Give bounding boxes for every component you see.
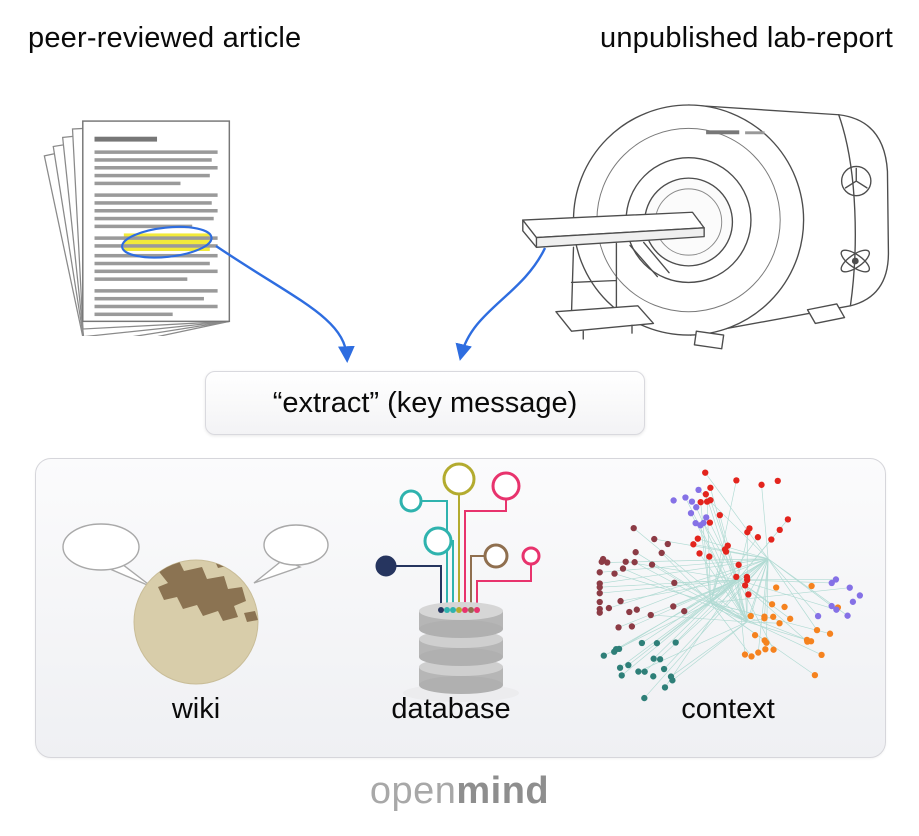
context-network-icon xyxy=(596,469,864,702)
mri-scanner-drawing xyxy=(522,104,890,350)
extract-box-text: “extract” (key message) xyxy=(272,386,578,419)
openmind-logo: openmind xyxy=(0,770,919,813)
extract-box: “extract” (key message) xyxy=(205,371,645,435)
document-front-page xyxy=(82,120,231,323)
context-label: context xyxy=(681,693,775,725)
logo-open-text: open xyxy=(369,770,457,812)
database-cylinder xyxy=(403,602,519,702)
highlight-circle xyxy=(121,225,213,259)
database-icon xyxy=(375,462,541,702)
database-label: database xyxy=(391,693,511,725)
peer-reviewed-article-label: peer-reviewed article xyxy=(28,22,302,54)
speech-bubble-left-icon xyxy=(62,523,153,588)
wiki-icon xyxy=(62,523,329,685)
wiki-label: wiki xyxy=(171,693,221,725)
mri-scanner-icon xyxy=(522,104,890,350)
database-wires xyxy=(375,462,541,609)
document-text-lines xyxy=(94,136,218,317)
unpublished-lab-report-label: unpublished lab-report xyxy=(600,22,893,54)
speech-bubble-right-icon xyxy=(253,524,329,584)
openmind-panel: wiki database context xyxy=(35,458,886,758)
logo-mind-text: mind xyxy=(456,770,550,812)
database-pins xyxy=(438,607,480,613)
document-stack-icon xyxy=(43,120,231,336)
highlight-mark xyxy=(123,233,210,252)
context-network-graph xyxy=(596,469,864,702)
